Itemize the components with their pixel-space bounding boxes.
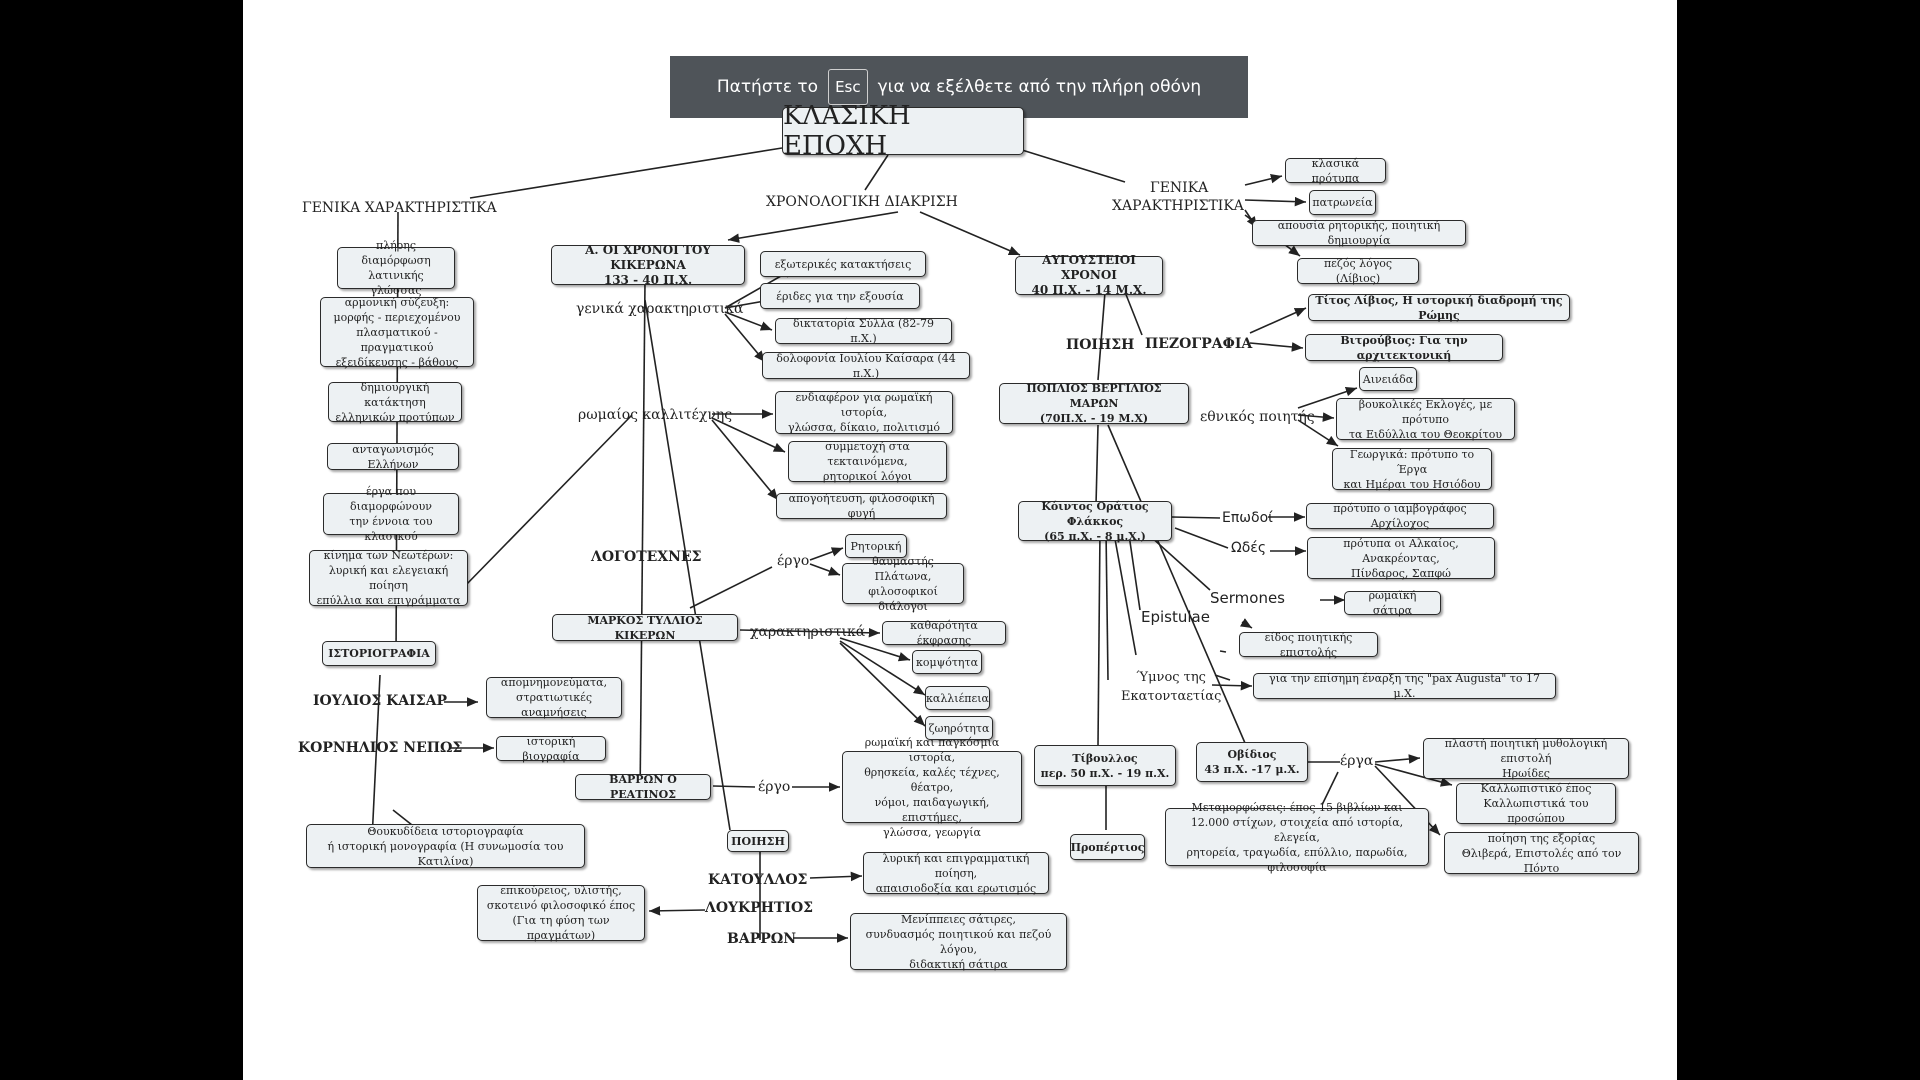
- box-lyric-models: πρότυπα οι Αλκαίος, Ανακρέοντας, Πίνδαρο…: [1307, 537, 1495, 580]
- banner-text-after: για να εξέλθετε από την πλήρη οθόνη: [877, 77, 1202, 97]
- label-characteristics: χαρακτηριστικά: [750, 624, 866, 640]
- box-caesar-assassination: δολοφονία Ιουλίου Καίσαρα (44 π.Χ.): [762, 352, 970, 380]
- box-external-conquests: εξωτερικές κατακτήσεις: [760, 251, 926, 277]
- box-prose-livy: πεζός λόγος (Λίβιος): [1297, 257, 1419, 285]
- label-work-2: έργο: [758, 779, 791, 795]
- label-nepos: ΚΟΡΝΗΛΙΟΣ ΝΕΠΩΣ: [298, 740, 463, 756]
- box-no-rhetoric: απουσία ρητορικής, ποιητική δημιουργία: [1252, 219, 1466, 247]
- box-poetry-left: ΠΟΙΗΣΗ: [727, 830, 789, 852]
- box-elegance: κομψότητα: [912, 650, 982, 674]
- box-neoteroi: κίνημα των Νεωτέρων: λυρική και ελεγειακ…: [309, 549, 468, 607]
- label-catullus: ΚΑΤΟΥΛΛΟΣ: [708, 872, 808, 888]
- box-poetic-epistle: είδος ποιητικής επιστολής: [1239, 631, 1378, 659]
- box-cicero-era: Α. ΟΙ ΧΡΟΝΟΙ ΤΟΥ ΚΙΚΕΡΩΝΑ 133 - 40 Π.Χ.: [551, 243, 745, 287]
- label-prose: ΠΕΖΟΓΡΑΦΙΑ: [1145, 336, 1253, 352]
- box-horace: Κόιντος Οράτιος Φλάκκος (65 π.Χ. - 8 μ.Χ…: [1018, 500, 1172, 543]
- label-general-right-2: ΧΑΡΑΚΤΗΡΙΣΤΙΚΑ: [1112, 198, 1244, 214]
- box-augustan-era: ΑΥΓΟΥΣΤΕΙΟΙ ΧΡΟΝΟΙ 40 Π.Χ. - 14 Μ.Χ.: [1015, 253, 1163, 297]
- box-virgil: ΠΟΠΛΙΟΣ ΒΕΡΓΙΛΙΟΣ ΜΑΡΩΝ (70Π.Χ. - 19 Μ.Χ…: [999, 382, 1189, 425]
- box-nepos-works: ιστορική βιογραφία: [496, 735, 606, 763]
- box-pax-augusta: για την επίσημη έναρξη της "pax Augusta"…: [1253, 672, 1556, 700]
- label-chronology: ΧΡΟΝΟΛΟΓΙΚΗ ΔΙΑΚΡΙΣΗ: [766, 194, 958, 210]
- label-epistulae: Epistulae: [1141, 608, 1210, 626]
- banner-text-before: Πατήστε το: [716, 77, 819, 97]
- label-roman-artist: ρωμαίος καλλιτέχνης: [578, 407, 733, 423]
- box-roman-history-interest: ενδιαφέρον για ρωμαϊκή ιστορία, γλώσσα, …: [775, 391, 953, 434]
- box-roman-satire: ρωμαϊκή σάτιρα: [1344, 589, 1441, 617]
- box-caesar-works: απομνημονεύματα, στρατιωτικές αναμνήσεις: [486, 676, 622, 719]
- box-heroides: πλαστή ποιητική μυθολογική επιστολή Ηρωί…: [1423, 737, 1629, 780]
- label-poetry-right: ΠΟΙΗΣΗ: [1066, 337, 1135, 353]
- diagram-title: ΚΛΑΣΙΚΗ ΕΠΟΧΗ: [782, 101, 1024, 161]
- label-work-1: έργο: [777, 553, 810, 569]
- box-eclogues: βουκολικές Εκλογές, με πρότυπο τα Ειδύλλ…: [1336, 398, 1515, 441]
- box-greek-models: δημιουργική κατάκτηση ελληνικών προτύπων: [328, 381, 462, 424]
- label-general-right-1: ΓΕΝΙΚΑ: [1150, 180, 1209, 196]
- box-latin-language: πλήρης διαμόρφωση λατινικής γλώσσας: [337, 239, 455, 297]
- box-patronage: πατρωνεία: [1309, 190, 1376, 215]
- label-lucretius: ΛΟΥΚΡΗΤΙΟΣ: [705, 900, 814, 916]
- label-writers: ΛΟΓΟΤΕΧΝΕΣ: [591, 549, 702, 565]
- box-archilochus: πρότυπο ο ιαμβογράφος Αρχίλοχος: [1306, 502, 1494, 530]
- box-classic-models: κλασικά πρότυπα: [1285, 157, 1386, 185]
- box-cosmetics: Καλλωπιστικό έπος Καλλωπιστικά του προσώ…: [1456, 782, 1616, 825]
- box-livy: Τίτος Λίβιος, Η ιστορική διαδρομή της Ρώ…: [1308, 294, 1570, 322]
- box-participation: συμμετοχή στα τεκταινόμενα, ρητορικοί λό…: [788, 440, 947, 483]
- box-tibullus: Τίβουλλος περ. 50 π.Χ. - 19 π.Χ.: [1034, 745, 1176, 786]
- label-national-poet: εθνικός ποιητής: [1200, 409, 1315, 425]
- box-aeneid: Αινειάδα: [1359, 367, 1417, 391]
- label-hymn: Ύμνος της Εκατονταετίας: [1121, 670, 1222, 704]
- box-exile-poetry: ποίηση της εξορίας Θλιβερά, Επιστολές απ…: [1444, 832, 1639, 875]
- box-ovid: Οβίδιος 43 π.Χ. -17 μ.Χ.: [1196, 742, 1308, 782]
- box-sallust-works: Θουκυδίδεια ιστοριογραφία ή ιστορική μον…: [306, 824, 585, 868]
- box-historiography: ΙΣΤΟΡΙΟΓΡΑΦΙΑ: [322, 641, 436, 666]
- label-general-left: ΓΕΝΙΚΑ ΧΑΡΑΚΤΗΡΙΣΤΙΚΑ: [302, 200, 497, 216]
- label-sermones: Sermones: [1210, 589, 1285, 607]
- box-plato-admirer: θαυμαστής Πλάτωνα, φιλοσοφικοί διάλογοι: [842, 555, 964, 613]
- box-clarity: καθαρότητα έκφρασης: [882, 619, 1006, 647]
- label-epodes: Επωδοί: [1222, 510, 1273, 526]
- box-power-struggles: έριδες για την εξουσία: [760, 283, 920, 309]
- label-odes: Ωδές: [1231, 540, 1267, 556]
- box-varro-works: ρωμαϊκή και παγκόσμια ιστορία, θρησκεία,…: [842, 736, 1022, 839]
- box-harmonic-union: αρμονική σύζευξη: μορφής - περιεχομένου …: [320, 296, 474, 369]
- box-disappointment: απογοήτευση, φιλοσοφική φυγή: [776, 492, 947, 520]
- box-varro-satire: Μενίππειες σάτιρες, συνδυασμός ποιητικού…: [850, 913, 1067, 971]
- label-varro-name: ΒΑΡΡΩΝ: [727, 931, 797, 947]
- esc-key-hint[interactable]: Esc: [828, 69, 868, 105]
- box-eloquence: καλλιέπεια: [925, 686, 990, 710]
- box-metamorphoses: Μεταμορφώσεις: έπος 15 βιβλίων και 12.00…: [1165, 801, 1429, 874]
- box-sulla-dictatorship: δικτατορία Σύλλα (82-79 π.Χ.): [775, 317, 952, 345]
- label-caesar: ΙΟΥΛΙΟΣ ΚΑΙΣΑΡ: [313, 693, 447, 709]
- label-general-characteristics: γενικά χαρακτηριστικά: [576, 301, 744, 317]
- box-georgics: Γεωργικά: πρότυπο το Έργα και Ημέραι του…: [1332, 448, 1492, 491]
- box-vividness: ζωηρότητα: [925, 716, 993, 740]
- box-greek-rivalry: ανταγωνισμός Ελλήνων: [327, 443, 459, 471]
- box-lucretius-works: επικούρειος, υλιστής, σκοτεινό φιλοσοφικ…: [477, 884, 645, 942]
- box-catullus-works: λυρική και επιγραμματική ποίηση, απαισιο…: [863, 852, 1049, 895]
- box-rhetoric: Ρητορική: [845, 534, 907, 558]
- label-works-ovid: έργα: [1340, 753, 1374, 769]
- box-vitruvius: Βιτρούβιος: Για την αρχιτεκτονική: [1305, 334, 1503, 362]
- box-classic-works: έργα που διαμορφώνουν την έννοια του κλα…: [323, 485, 459, 543]
- box-varro: ΒΑΡΡΩΝ Ο ΡΕΑΤΙΝΟΣ: [575, 773, 711, 801]
- box-propertius: Προπέρτιος: [1070, 834, 1145, 860]
- box-cicero: ΜΑΡΚΟΣ ΤΥΛΛΙΟΣ ΚΙΚΕΡΩΝ: [552, 614, 738, 642]
